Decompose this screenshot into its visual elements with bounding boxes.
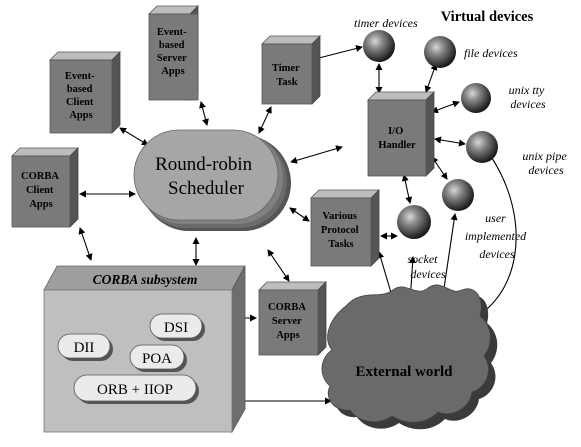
corba-client-apps-label: CORBA Client Apps bbox=[21, 171, 61, 210]
unix-tty-device-sphere bbox=[461, 83, 491, 113]
dsi-pill: DSI bbox=[149, 313, 205, 341]
unix-tty-devices-label: unix tty devices bbox=[509, 83, 548, 111]
user-device-sphere bbox=[442, 179, 474, 211]
timer-device-sphere bbox=[363, 30, 395, 62]
virtual-devices-title: Virtual devices bbox=[441, 9, 534, 25]
protocol-tasks-box: Various Protocol Tasks bbox=[310, 189, 380, 267]
event-server-apps-label: Event- based Server Apps bbox=[157, 27, 189, 77]
corba-client-apps-box: CORBA Client Apps bbox=[11, 147, 79, 228]
event-server-apps-box: Event- based Server Apps bbox=[148, 5, 199, 101]
io-handler-box: I/O Handler bbox=[367, 91, 435, 177]
scheduler-label: Round-robin Scheduler bbox=[155, 154, 257, 199]
corba-server-apps-label: CORBA Server Apps bbox=[268, 302, 308, 341]
corba-server-apps-box: CORBA Server Apps bbox=[258, 281, 327, 356]
socket-devices-label: socket devices bbox=[408, 252, 446, 281]
corba-subsystem: CORBA subsystem DII DSI POA ORB + IIOP bbox=[43, 265, 246, 434]
file-devices-label: file devices bbox=[464, 46, 518, 60]
unix-pipe-device-sphere bbox=[466, 131, 498, 163]
corba-subsystem-title: CORBA subsystem bbox=[93, 272, 198, 287]
device-spheres bbox=[363, 30, 498, 239]
event-client-apps-label: Event- based Client Apps bbox=[65, 71, 97, 121]
event-client-apps-box: Event- based Client Apps bbox=[49, 51, 121, 134]
timer-task-box: Timer Task bbox=[261, 35, 321, 105]
svg-text:POA: POA bbox=[142, 351, 172, 367]
orb-iiop-pill: ORB + IIOP bbox=[73, 374, 199, 404]
svg-text:DII: DII bbox=[74, 340, 95, 356]
external-world: External world bbox=[321, 284, 498, 430]
io-handler-label: I/O Handler bbox=[378, 126, 416, 151]
file-device-sphere bbox=[424, 36, 456, 68]
round-robin-scheduler: Round-robin Scheduler bbox=[133, 129, 291, 231]
svg-text:ORB + IIOP: ORB + IIOP bbox=[97, 382, 173, 398]
external-world-label: External world bbox=[355, 364, 453, 380]
timer-task-label: Timer Task bbox=[272, 63, 302, 88]
protocol-tasks-label: Various Protocol Tasks bbox=[321, 211, 361, 250]
timer-devices-label: timer devices bbox=[354, 16, 418, 30]
poa-pill: POA bbox=[129, 344, 187, 372]
unix-pipe-devices-label: unix pipe devices bbox=[522, 149, 569, 177]
svg-text:DSI: DSI bbox=[164, 320, 188, 336]
socket-device-sphere bbox=[397, 205, 431, 239]
user-implemented-devices-label: user implemented devices bbox=[465, 211, 529, 261]
dii-pill: DII bbox=[57, 333, 113, 361]
